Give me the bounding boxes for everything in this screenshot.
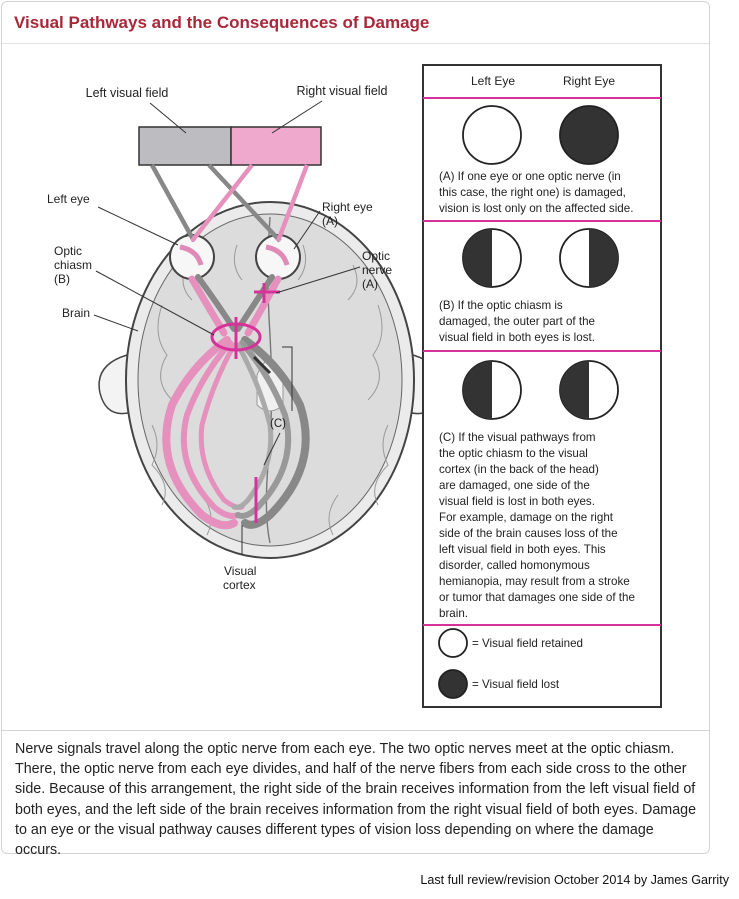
section-c-line-2: the optic chiasm to the visual [439, 447, 588, 460]
section-c-line-11: or tumor that damages one side of the [439, 591, 635, 604]
section-c-line-12: brain. [439, 607, 468, 620]
section-c-right-eye [559, 360, 619, 420]
pathway-c-bracket [282, 346, 293, 411]
right-eye-icon [255, 234, 301, 280]
right-eye-leader [293, 210, 321, 250]
section-c-line-6: For example, damage on the right [439, 511, 614, 524]
brain-label: Brain [62, 306, 90, 320]
left-eye-leader [97, 206, 179, 246]
section-c-line-7: side of the brain causes loss of the [439, 527, 618, 540]
section-c-line-9: disorder, called homonymous [439, 559, 590, 572]
review-footer: Last full review/revision October 2014 b… [420, 873, 729, 887]
visual-cortex-label-2: cortex [223, 578, 256, 592]
legend-retained-swatch [438, 628, 468, 658]
figure-caption: Nerve signals travel along the optic ner… [15, 741, 697, 859]
pathway-c-label: (C) [270, 418, 286, 430]
visual-pathways-diagram: Left visual field Right visual field [47, 64, 662, 708]
legend-lost-swatch [438, 669, 468, 699]
section-c-line-1: (C) If the visual pathways from [439, 431, 596, 444]
left-visual-field-bar [138, 126, 232, 166]
section-a-right-eye [559, 105, 619, 165]
right-visual-field-label: Right visual field [296, 84, 387, 98]
legend-lost-label: = Visual field lost [472, 678, 560, 691]
legend-retained-label: = Visual field retained [472, 637, 583, 650]
brain-leader [93, 314, 139, 332]
pathway-c-leader [263, 432, 281, 466]
page-title: Visual Pathways and the Consequences of … [14, 13, 430, 32]
right-eye-label-2: (A) [322, 214, 338, 228]
left-eye-icon [169, 234, 215, 280]
optic-nerve-label-1: Optic [362, 249, 390, 263]
right-eye-label-1: Right eye [322, 200, 373, 214]
section-c-line-10: hemianopia, may result from a stroke [439, 575, 630, 588]
section-a-text: (A) If one eye or one optic nerve (in th… [439, 170, 633, 215]
section-b-line-3: visual field in both eyes is lost. [439, 331, 595, 344]
optic-chiasm-leader [95, 270, 215, 336]
figure-area: Left visual field Right visual field [2, 45, 709, 730]
section-b-line-1: (B) If the optic chiasm is [439, 299, 563, 312]
section-c-line-8: left visual field in both eyes. This [439, 543, 606, 556]
section-a-left-eye [462, 105, 522, 165]
optic-nerve-leader [275, 266, 361, 294]
panel-header-right-eye: Right Eye [563, 74, 615, 88]
section-b-right-eye [559, 228, 619, 288]
left-eye-label: Left eye [47, 192, 90, 206]
section-a-line-3: vision is lost only on the affected side… [439, 202, 633, 215]
optic-chiasm-label-1: Optic [54, 244, 82, 258]
section-c-text: (C) If the visual pathways from the opti… [439, 431, 635, 620]
section-c-line-4: are damaged, one side of the [439, 479, 590, 492]
optic-nerve-label-3: (A) [362, 277, 378, 291]
section-c-line-5: visual field is lost in both eyes. [439, 495, 595, 508]
card-header: Visual Pathways and the Consequences of … [2, 2, 709, 44]
left-field-leader [149, 102, 187, 134]
left-visual-field-label: Left visual field [86, 86, 169, 100]
article-card: Visual Pathways and the Consequences of … [1, 1, 710, 858]
right-field-leader [271, 100, 323, 134]
section-c-line-3: cortex (in the back of the head) [439, 463, 599, 476]
section-b-left-eye [462, 228, 522, 288]
pathway-damage-marker [252, 355, 272, 375]
caption-area: Nerve signals travel along the optic ner… [2, 730, 709, 858]
left-ear [98, 354, 129, 415]
section-a-line-2: this case, the right one) is damaged, [439, 186, 626, 199]
optic-chiasm-label-2: chiasm [54, 258, 92, 272]
field-to-eye-paths [150, 163, 310, 243]
visual-cortex-label-1: Visual [224, 564, 256, 578]
section-c-left-eye [462, 360, 522, 420]
right-visual-field-bar [230, 126, 322, 166]
section-b-text: (B) If the optic chiasm is damaged, the … [439, 299, 595, 344]
optic-pathways [162, 274, 310, 530]
optic-chiasm-label-3: (B) [54, 272, 70, 286]
section-a-line-1: (A) If one eye or one optic nerve (in [439, 170, 621, 183]
section-b-line-2: damaged, the outer part of the [439, 315, 595, 328]
optic-nerve-label-2: nerve [362, 263, 392, 277]
panel-header-left-eye: Left Eye [471, 74, 515, 88]
